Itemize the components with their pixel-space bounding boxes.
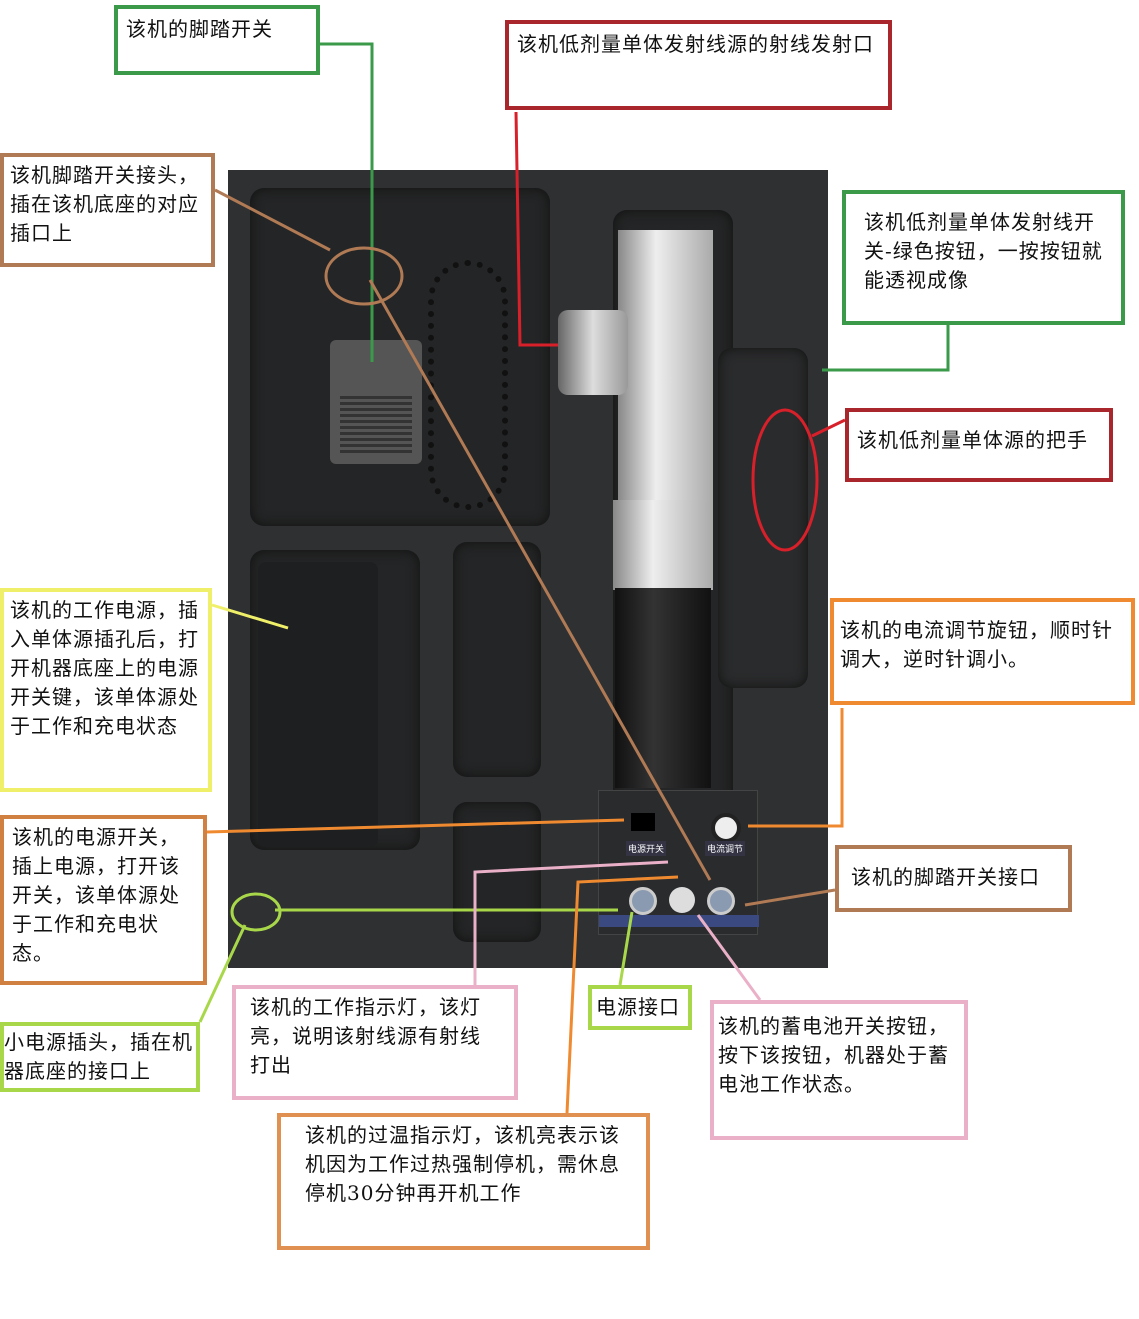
label-emission-button: 该机低剂量单体发射线开关-绿色按钮，一按按钮就能透视成像 <box>842 190 1125 325</box>
arrow-emission-port <box>514 111 558 347</box>
label-emission-port: 该机低剂量单体发射线源的射线发射口 <box>505 20 892 110</box>
label-work-indicator: 该机的工作指示灯，该灯亮，说明该射线源有射线打出 <box>232 985 518 1100</box>
device-tube-lower <box>613 500 713 590</box>
control-panel: 电源开关 电流调节 <box>598 790 759 935</box>
power-switch-label: 电源开关 <box>626 841 667 856</box>
arrow-power-supply <box>211 603 289 630</box>
label-small-plug: 小电源插头，插在机器底座的接口上 <box>0 1022 200 1092</box>
arrow-connector <box>214 188 331 252</box>
current-label: 电流调节 <box>705 841 746 856</box>
device-tube-silver <box>618 230 713 500</box>
arrow-emission-button <box>822 325 950 372</box>
power-adapter <box>258 562 378 847</box>
label-power-port: 电源接口 <box>588 985 692 1030</box>
label-battery-button: 该机的蓄电池开关按钮，按下该按钮，机器处于蓄电池工作状态。 <box>710 1000 968 1140</box>
power-switch[interactable] <box>631 813 655 831</box>
label-current-knob: 该机的电流调节旋钮，顺时针调大，逆时针调小。 <box>830 598 1135 705</box>
arrow-overheat <box>565 875 679 1114</box>
label-power-switch: 该机的电源开关，插上电源，打开该开关，该单体源处于工作和充电状态。 <box>0 815 207 985</box>
label-foot-switch: 该机的脚踏开关 <box>114 5 320 75</box>
arrow-foot-switch <box>320 42 374 362</box>
arrow-current-knob <box>748 708 844 828</box>
compartment-cable <box>453 542 541 777</box>
arrow-foot-port <box>744 888 836 907</box>
label-foot-switch-port: 该机的脚踏开关接口 <box>835 845 1072 912</box>
connector-highlight <box>324 246 404 306</box>
battery-button[interactable] <box>669 887 695 913</box>
arrow-power-port <box>618 911 634 986</box>
foot-switch-port[interactable] <box>707 887 735 915</box>
label-overheat-indicator: 该机的过温指示灯，该机亮表示该机因为工作过热强制停机，需休息停机30分钟再开机工… <box>277 1113 650 1250</box>
plug-highlight <box>230 892 282 932</box>
arrow-connector-port <box>368 279 712 881</box>
current-knob[interactable] <box>711 813 741 843</box>
handle-recess <box>718 348 808 688</box>
handle-highlight <box>751 408 819 552</box>
arrow-power-switch <box>206 818 625 834</box>
label-power-supply: 该机的工作电源，插入单体源插孔后，打开机器底座上的电源开关键，该单体源处于工作和… <box>0 588 212 792</box>
label-strip <box>599 915 759 927</box>
arrow-battery-button <box>696 914 762 1001</box>
device-photo: 电源开关 电流调节 <box>228 170 828 968</box>
emission-port <box>558 310 628 395</box>
foot-pedal <box>330 340 422 464</box>
label-handle: 该机低剂量单体源的把手 <box>845 408 1113 482</box>
power-port[interactable] <box>629 887 657 915</box>
label-foot-switch-connector: 该机脚踏开关接头，插在该机底座的对应插口上 <box>0 153 215 267</box>
device-tube-black <box>615 588 711 788</box>
arrow-work-indicator <box>473 860 669 985</box>
arrow-small-plug <box>198 924 247 1023</box>
arrow-handle <box>811 418 846 438</box>
